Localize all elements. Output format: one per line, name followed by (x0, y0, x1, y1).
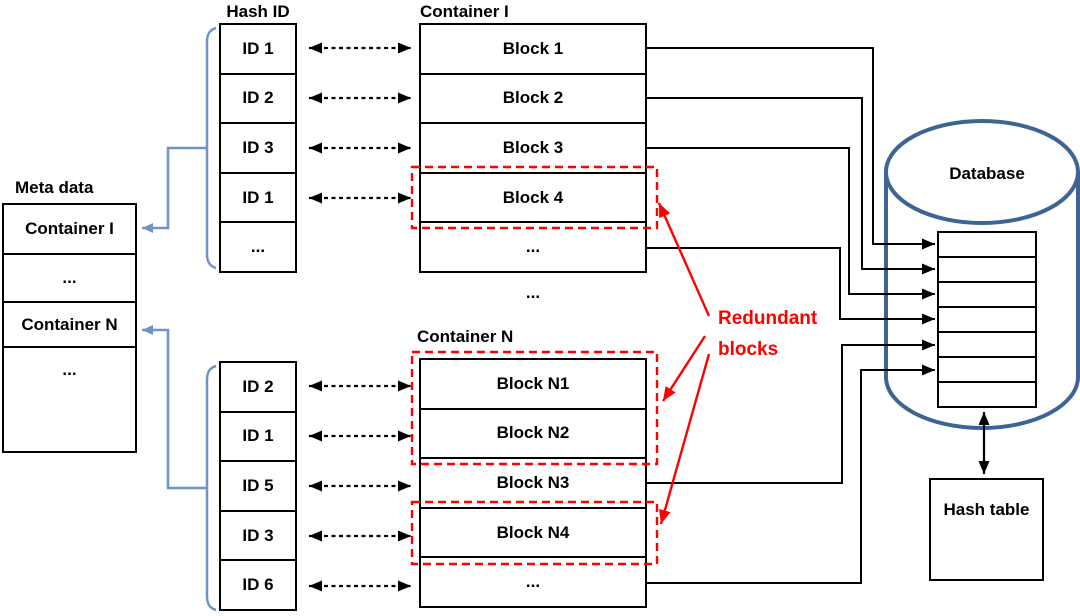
block-row: Block 2 (421, 75, 645, 125)
database-table-row (939, 308, 1035, 333)
bracket-bottom (205, 364, 217, 612)
hash-id-table-top: ID 1 ID 2 ID 3 ID 1 ... (219, 23, 297, 273)
hash-id-cell: ID 3 (221, 124, 295, 174)
container-i-label: Container I (420, 2, 509, 21)
hash-id-cell: ID 6 (242, 575, 274, 595)
redundant-blocks-line2: blocks (718, 339, 779, 360)
container-i-table: Block 1 Block 2 Block 3 Block 4 ... (419, 23, 647, 273)
connector-block3-db (647, 147, 935, 300)
connector-blockN3-db (647, 339, 935, 484)
connector-ellipsis-n-db (647, 364, 935, 584)
database-table (937, 231, 1037, 408)
hash-id-cell: ID 1 (221, 174, 295, 224)
bracket-top (205, 26, 217, 270)
container-n-label: Container N (417, 327, 514, 346)
hash-id-cell: ID 1 (221, 413, 295, 463)
database-table-row (939, 283, 1035, 308)
database-table-row (939, 333, 1035, 358)
hash-id-cell: ID 5 (221, 462, 295, 512)
block-row: Block N3 (421, 459, 645, 509)
hash-id-label: Hash ID (226, 2, 290, 21)
hash-id-table-bottom: ID 2 ID 1 ID 5 ID 3 ID 6 (219, 361, 297, 611)
database-table-row (939, 258, 1035, 283)
hash-id-cell: ID 2 (221, 75, 295, 125)
block-row: ... (525, 237, 541, 257)
meta-row-container-n: Container N (4, 303, 135, 348)
redundant-arrow-blockN1 (661, 335, 707, 402)
containers-ellipsis: ... (525, 283, 541, 302)
hash-table-label: Hash table (943, 500, 1030, 519)
hash-table-box: Hash table (929, 478, 1044, 581)
redundant-blocks-line1: Redundant (718, 308, 818, 329)
connector-block1-db (647, 47, 935, 250)
meta-data-label: Meta data (15, 178, 94, 197)
block-row: Block 3 (421, 124, 645, 174)
block-row-redundant: Block N2 (421, 410, 645, 460)
database-label: Database (949, 164, 1025, 183)
hash-id-cell: ID 2 (221, 363, 295, 413)
block-row: ... (525, 572, 541, 592)
redundant-arrow-blockN4 (659, 353, 711, 525)
hash-id-cell: ... (250, 237, 266, 257)
hash-id-cell: ID 1 (221, 25, 295, 75)
redundant-arrow-block4 (657, 202, 711, 317)
redundant-blocks-label: Redundant blocks (718, 303, 817, 365)
meta-row-ellipsis-2: ... (62, 360, 77, 379)
block-row: Block 1 (421, 25, 645, 75)
database-table-row (939, 233, 1035, 258)
database-table-row (939, 358, 1035, 383)
meta-link-container-i (142, 146, 207, 233)
block-row-redundant: Block N1 (421, 360, 645, 410)
block-row-redundant: Block 4 (421, 174, 645, 224)
database-table-row (939, 383, 1035, 406)
block-row-redundant: Block N4 (421, 509, 645, 559)
meta-row-container-i: Container I (4, 205, 135, 255)
container-n-table: Block N1 Block N2 Block N3 Block N4 ... (419, 358, 647, 608)
meta-link-container-n (142, 325, 207, 490)
meta-row-ellipsis-1: ... (4, 255, 135, 303)
connector-block2-db (647, 97, 935, 275)
hash-id-cell: ID 3 (221, 512, 295, 562)
meta-data-table: Container I ... Container N ... (2, 203, 137, 453)
